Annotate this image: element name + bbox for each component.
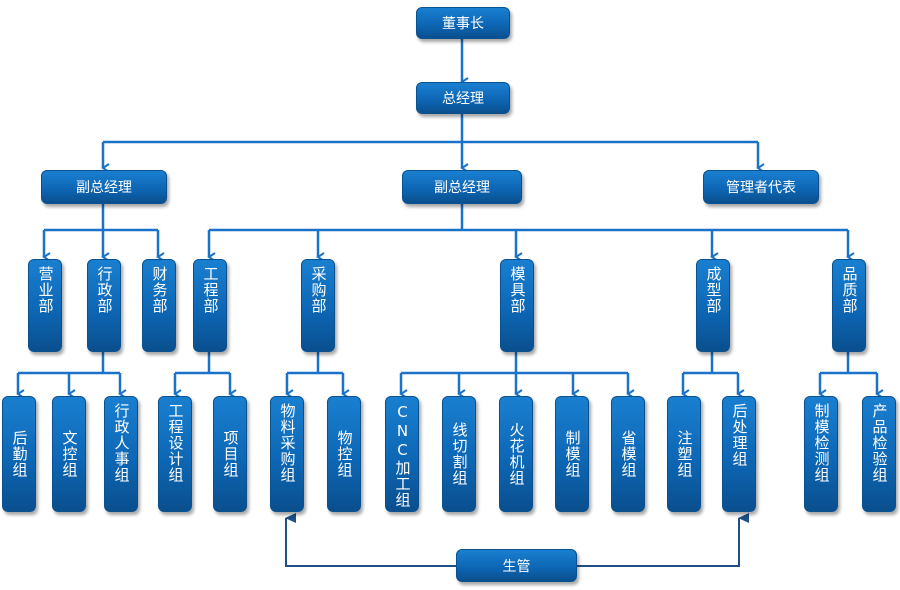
node-label: 省模组 [619,430,638,478]
node-label: 成型部 [704,266,723,314]
node-injection-group[interactable]: 注塑组 [667,396,701,512]
node-finance-dept[interactable]: 财务部 [142,259,176,352]
node-purchasing-dept[interactable]: 采购部 [301,259,335,352]
node-label: 后勤组 [10,430,29,478]
node-label: 营业部 [36,266,55,314]
node-material-purchasing-group[interactable]: 物料采购组 [270,396,304,512]
node-label: 采购部 [309,266,328,314]
node-cnc-group[interactable]: CNC加工组 [385,396,419,512]
node-mold-inspection-group[interactable]: 制模检测组 [804,396,838,512]
node-label: 行政部 [95,266,114,314]
node-general-manager[interactable]: 总经理 [416,82,510,114]
node-post-processing-group[interactable]: 后处理组 [722,396,756,512]
node-management-rep[interactable]: 管理者代表 [703,170,819,204]
node-label: 物控组 [335,430,354,478]
node-label: 管理者代表 [726,180,796,196]
node-label: 行政人事组 [112,403,131,483]
node-mold-saving-group[interactable]: 省模组 [611,396,645,512]
node-label: 副总经理 [434,180,490,196]
node-admin-hr-group[interactable]: 行政人事组 [104,396,138,512]
node-engineering-dept[interactable]: 工程部 [193,259,227,352]
node-label: 后处理组 [730,403,749,467]
node-label: 注塑组 [675,430,694,478]
node-label: 项目组 [221,430,240,478]
node-logistics-group[interactable]: 后勤组 [2,396,36,512]
node-admin-dept[interactable]: 行政部 [87,259,121,352]
node-label: 工程部 [201,266,220,314]
node-label: 工程设计组 [166,403,185,483]
production-control-connector [285,513,456,567]
node-deputy-gm-center[interactable]: 副总经理 [402,170,522,204]
node-label: 财务部 [150,266,169,314]
node-edm-group[interactable]: 火花机组 [499,396,533,512]
node-label: 副总经理 [76,180,132,196]
node-label: CNC加工组 [393,403,412,508]
node-label: 物料采购组 [278,403,297,483]
node-label: 制模检测组 [812,403,831,483]
node-mold-dept[interactable]: 模具部 [500,259,534,352]
node-mold-making-group[interactable]: 制模组 [555,396,589,512]
node-label: 总经理 [442,91,484,107]
node-product-inspection-group[interactable]: 产品检验组 [862,396,896,512]
node-production-control[interactable]: 生管 [456,549,577,582]
node-wire-cutting-group[interactable]: 线切割组 [442,396,476,512]
node-molding-dept[interactable]: 成型部 [696,259,730,352]
node-material-control-group[interactable]: 物控组 [327,396,361,512]
node-label: 模具部 [508,266,527,314]
node-project-group[interactable]: 项目组 [213,396,247,512]
node-label: 火花机组 [507,422,526,486]
node-document-control-group[interactable]: 文控组 [52,396,86,512]
node-label: 生管 [502,558,531,575]
node-chairman[interactable]: 董事长 [416,7,510,39]
node-label: 制模组 [563,430,582,478]
node-deputy-gm-left[interactable]: 副总经理 [41,170,167,204]
node-label: 品质部 [840,266,859,314]
node-label: 董事长 [442,16,484,32]
node-sales-dept[interactable]: 营业部 [28,259,62,352]
node-label: 产品检验组 [870,403,889,483]
node-label: 线切割组 [450,422,469,486]
node-engineering-design-group[interactable]: 工程设计组 [158,396,192,512]
node-label: 文控组 [60,430,79,478]
node-quality-dept[interactable]: 品质部 [832,259,866,352]
production-control-connector [576,513,749,567]
